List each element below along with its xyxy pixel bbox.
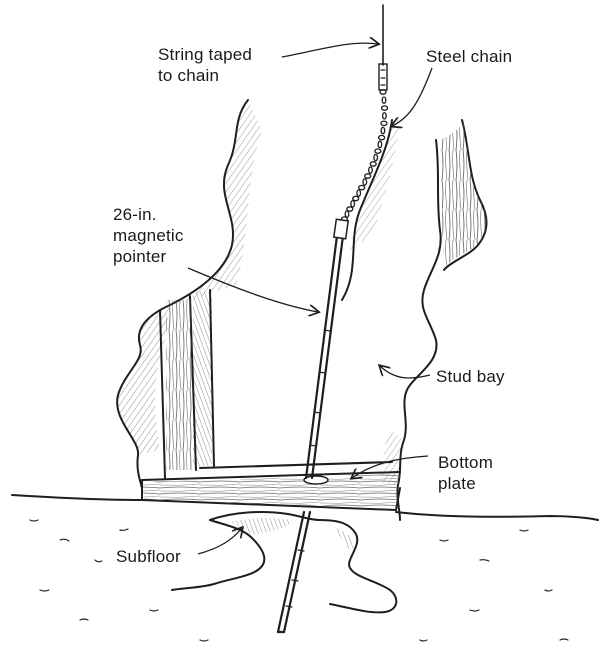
label-steel-chain: Steel chain bbox=[426, 47, 513, 66]
label-bottom-plate-line1: Bottom bbox=[438, 453, 494, 472]
chain-link bbox=[379, 89, 387, 95]
chain-link bbox=[380, 105, 389, 111]
chain-link bbox=[381, 111, 387, 120]
label-subfloor: Subfloor bbox=[116, 547, 181, 566]
chain-link bbox=[350, 199, 356, 208]
chain-link bbox=[373, 153, 379, 162]
label-magnetic-pointer-line2: magnetic bbox=[113, 226, 184, 245]
chain-link bbox=[377, 140, 383, 149]
chain-link bbox=[381, 96, 387, 105]
chain-link bbox=[356, 189, 362, 197]
label-string-taped-line1: String taped bbox=[158, 45, 253, 64]
bottom-plate bbox=[141, 461, 401, 511]
chain-link bbox=[374, 148, 382, 154]
chain-link bbox=[362, 178, 368, 186]
drywall-left bbox=[116, 99, 262, 489]
label-bottom-plate: Bottom plate bbox=[438, 452, 493, 494]
chain-link bbox=[369, 161, 377, 167]
chain-link bbox=[344, 210, 350, 218]
chain-link bbox=[358, 184, 366, 191]
label-string-taped-line2: to chain bbox=[158, 66, 220, 85]
chain-link bbox=[352, 195, 360, 202]
label-bottom-plate-line2: plate bbox=[438, 474, 476, 493]
magnetic-pointer bbox=[276, 218, 350, 634]
chain-link bbox=[368, 166, 373, 174]
chain-link bbox=[380, 126, 386, 135]
label-magnetic-pointer-line1: 26-in. bbox=[113, 205, 157, 224]
label-string-taped: String taped to chain bbox=[158, 44, 252, 86]
chain-link bbox=[380, 120, 388, 127]
chain-link bbox=[364, 173, 372, 179]
label-magnetic-pointer-line3: pointer bbox=[113, 247, 167, 266]
stud-left bbox=[159, 289, 215, 479]
label-magnetic-pointer: 26-in. magnetic pointer bbox=[113, 204, 184, 267]
label-stud-bay: Stud bay bbox=[436, 367, 505, 386]
leader-lines bbox=[187, 43, 433, 555]
subfloor bbox=[11, 494, 599, 642]
chain-link bbox=[377, 134, 386, 141]
chain-link bbox=[346, 206, 354, 212]
